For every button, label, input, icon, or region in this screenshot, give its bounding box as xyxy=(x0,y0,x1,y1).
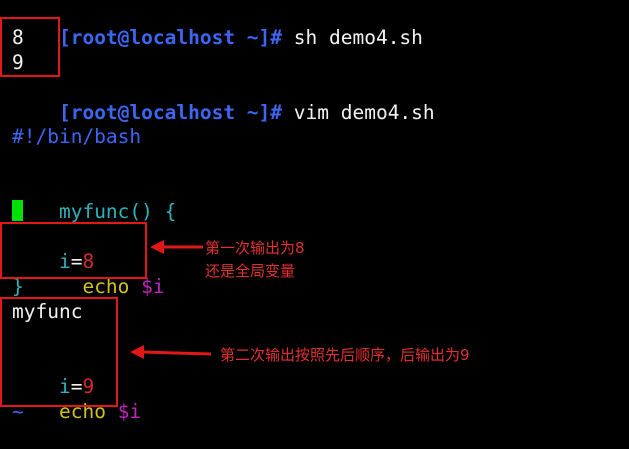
annotation-arrows xyxy=(130,240,212,359)
empty-buffer-tilde: ~ xyxy=(12,400,24,423)
arrow-1 xyxy=(150,240,203,254)
output-highlight-box xyxy=(0,17,60,77)
echo-line-1: echo $i xyxy=(12,249,164,298)
command-line-2: [root@localhost ~]# vim demo4.sh xyxy=(12,75,435,124)
variable-reference: $i xyxy=(141,275,165,298)
assigned-value: 8 xyxy=(82,250,95,273)
variable-name: i xyxy=(58,250,71,273)
terminal-window[interactable]: [root@localhost ~]# sh demo4.sh 8 9 [roo… xyxy=(0,0,629,434)
assigned-value: 9 xyxy=(82,375,95,398)
function-name: myfunc xyxy=(58,200,130,223)
command-text: vim demo4.sh xyxy=(282,101,435,124)
arrow-2 xyxy=(130,345,212,359)
shell-prompt: [root@localhost ~]# xyxy=(58,101,283,124)
shell-prompt: [root@localhost ~]# xyxy=(58,26,283,49)
annotation-note-1-line-1: 第一次输出为8 xyxy=(205,239,305,257)
shebang-line: #!/bin/bash xyxy=(12,125,142,148)
annotation-note-1-line-2: 还是全局变量 xyxy=(205,262,296,280)
command-text: sh demo4.sh xyxy=(282,26,423,49)
assignment-line-1: i=8 xyxy=(12,224,94,273)
outer-block-highlight-box xyxy=(0,297,118,407)
function-open-brace: () { xyxy=(129,200,177,223)
equals-sign: = xyxy=(70,375,83,398)
function-close-brace: } xyxy=(12,275,24,298)
echo-command: echo xyxy=(82,275,130,298)
output-line-2: 9 xyxy=(12,51,24,74)
output-line-1: 8 xyxy=(12,26,24,49)
assignment-line-2: i=9 xyxy=(12,349,94,398)
command-line-1: [root@localhost ~]# sh demo4.sh xyxy=(12,0,423,49)
function-call-line: myfunc xyxy=(12,300,83,323)
function-definition-line: myfunc() { xyxy=(12,174,176,223)
variable-name: i xyxy=(58,375,71,398)
annotation-note-2: 第二次输出按照先后顺序，后输出为9 xyxy=(220,346,470,364)
equals-sign: = xyxy=(70,250,83,273)
inner-block-highlight-box xyxy=(0,222,147,279)
text-cursor xyxy=(12,200,23,221)
variable-reference: $i xyxy=(117,400,142,423)
